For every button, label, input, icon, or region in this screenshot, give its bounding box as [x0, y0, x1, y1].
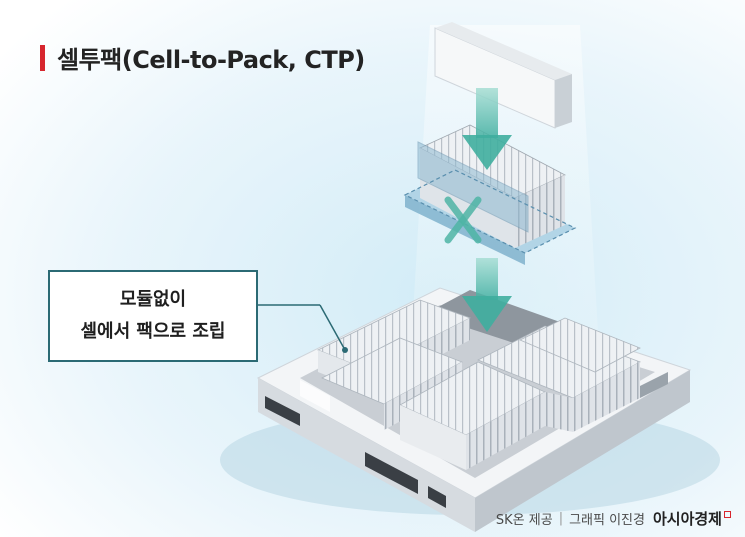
cross-mark-icon [444, 196, 482, 244]
page-title: 셀투팩(Cell-to-Pack, CTP) [57, 46, 365, 74]
title-accent-bar [40, 44, 45, 71]
publisher-logo: 아시아경제 [652, 510, 722, 528]
vent-slot [428, 486, 446, 508]
image-credit: SK온 제공 | 그래픽 이진경 아시아경제 [496, 508, 731, 529]
callout-line-1: 모듈없이 [119, 289, 187, 310]
callout-leader-diagonal [319, 304, 346, 351]
arrow-down-icon [462, 88, 512, 170]
credit-separator: | [558, 511, 564, 526]
callout-line-2: 셀에서 팩으로 조립 [80, 321, 226, 342]
vent-slot [265, 396, 300, 426]
callout-box: 모듈없이 셀에서 팩으로 조립 [48, 270, 258, 362]
wall-highlight [300, 380, 330, 412]
pack-cover-plate [434, 22, 572, 129]
callout-dot [342, 347, 348, 353]
credit-graphic: 그래픽 이진경 [569, 513, 645, 528]
credit-source: SK온 제공 [495, 513, 553, 528]
arrow-down-icon [462, 258, 512, 332]
cell-block-right-rear [519, 317, 641, 373]
publisher-mark-icon [724, 511, 731, 518]
cell-block-center [399, 361, 546, 470]
cell-block-right [477, 325, 641, 432]
diagram-title: 셀투팩(Cell-to-Pack, CTP) [40, 40, 365, 75]
vent-slot [365, 452, 418, 494]
